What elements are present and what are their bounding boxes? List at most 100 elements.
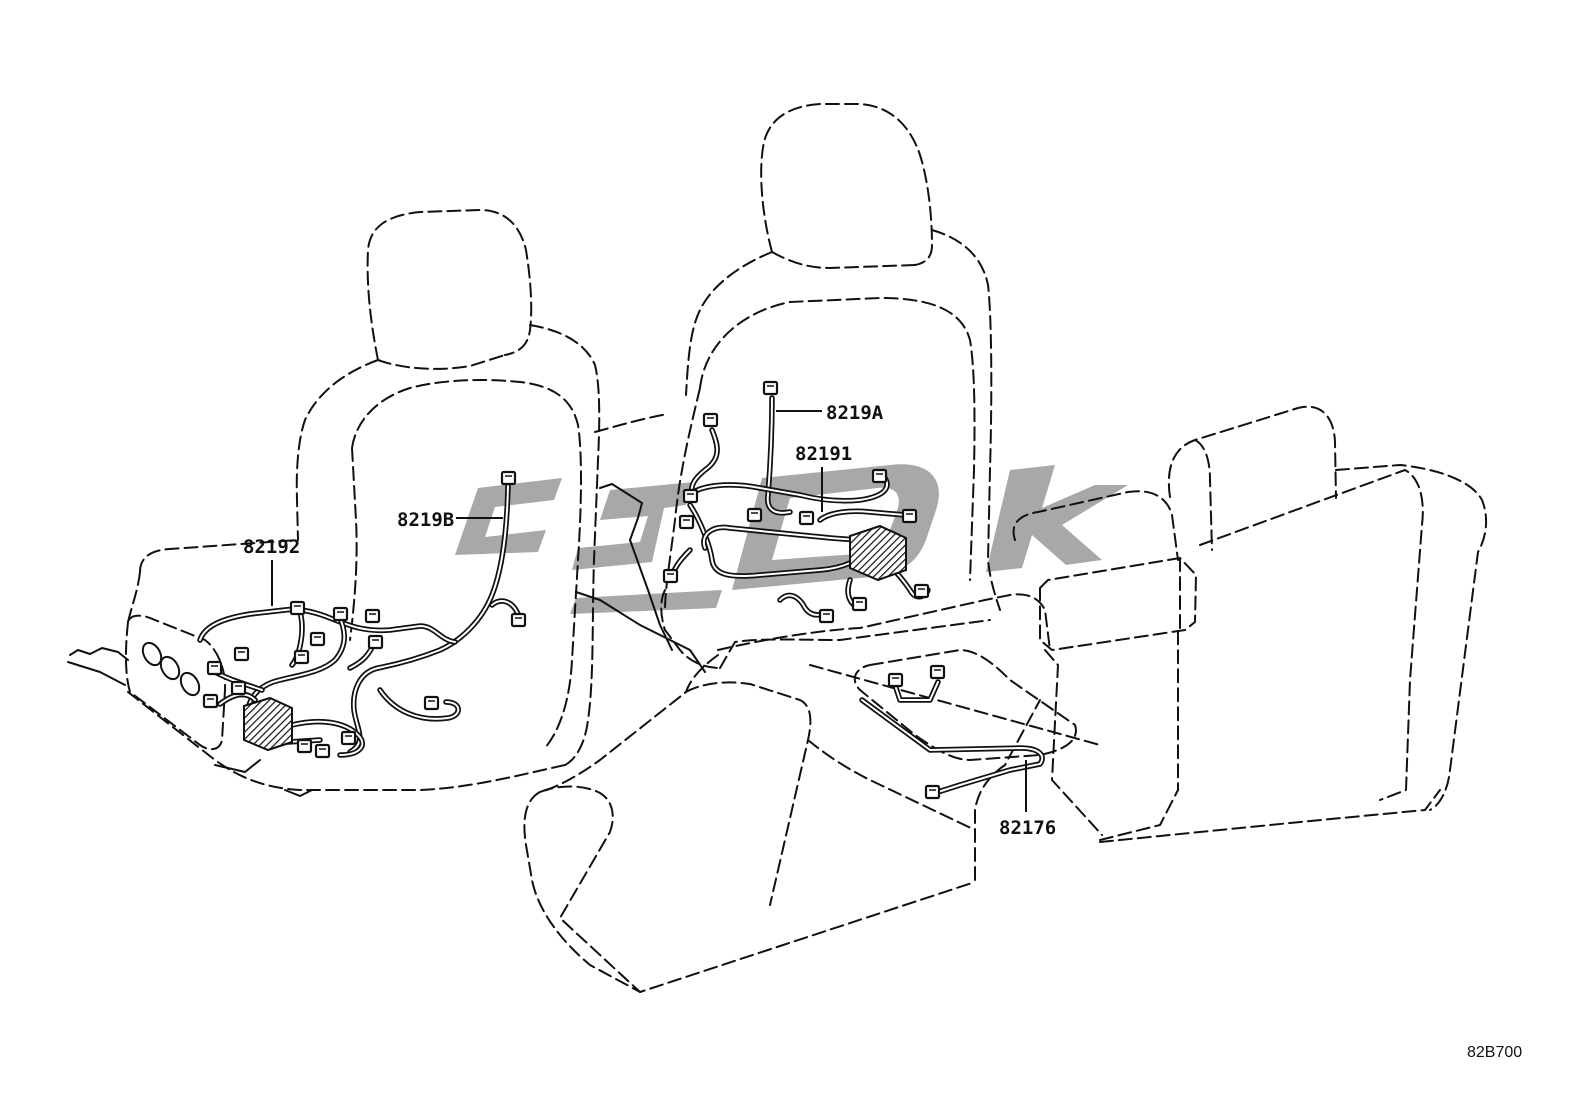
cushion-edge bbox=[719, 619, 991, 669]
part-number-label[interactable]: 82192 bbox=[243, 536, 300, 558]
rear-seatback-frame bbox=[1039, 557, 1197, 651]
connector-icon bbox=[364, 608, 381, 624]
seatback-outline-left bbox=[295, 359, 379, 541]
right-seat-wire-harness bbox=[662, 380, 930, 624]
armrest-wire-harness bbox=[862, 664, 1042, 800]
callout-labels: 82192 8219B 8219A 82191 82176 82B700 bbox=[243, 402, 1522, 1061]
near-seat-outline bbox=[523, 654, 976, 993]
harness-wire bbox=[820, 511, 905, 520]
rear-seatback-mid bbox=[1099, 629, 1179, 841]
connector-icon bbox=[924, 784, 941, 800]
watermark-glyph bbox=[732, 464, 939, 590]
seat-switch-icon bbox=[179, 671, 201, 697]
rear-seat-outline bbox=[523, 405, 1488, 993]
watermark-glyph bbox=[986, 465, 1128, 572]
seat-rail bbox=[69, 647, 129, 661]
watermark-glyph bbox=[455, 478, 562, 555]
near-seatback bbox=[685, 681, 812, 906]
rear-headrest-left bbox=[1012, 490, 1179, 561]
connector-icon bbox=[510, 612, 527, 628]
connector-icon bbox=[340, 730, 357, 746]
cushion-front bbox=[660, 589, 721, 669]
rear-headrest-right bbox=[1167, 405, 1337, 499]
connector-icon bbox=[206, 660, 223, 676]
rear-seat-bottom bbox=[1099, 789, 1441, 843]
right-front-seat-outline bbox=[660, 103, 1001, 669]
connector-icon bbox=[678, 514, 695, 530]
watermark-glyph bbox=[572, 482, 694, 570]
connector-icon bbox=[887, 672, 904, 688]
figure-code: 82B700 bbox=[1467, 1044, 1522, 1061]
cushion-top bbox=[139, 539, 299, 573]
connector-icon bbox=[913, 583, 930, 599]
connector-icon bbox=[293, 649, 310, 665]
connector-icon bbox=[296, 738, 313, 754]
seat-motor-block bbox=[243, 696, 293, 752]
seat-rail-foot bbox=[284, 789, 313, 797]
connector-icon bbox=[762, 380, 779, 396]
seatback-outline-left bbox=[685, 251, 773, 396]
seatback-front-panel bbox=[351, 379, 582, 749]
rear-cushion-top bbox=[717, 593, 1051, 651]
left-seat-wire-harness bbox=[200, 470, 527, 759]
seat-switch-icon bbox=[159, 655, 181, 681]
brand-logo-watermark-icon bbox=[455, 464, 1128, 614]
part-number-label[interactable]: 82191 bbox=[795, 443, 852, 465]
seat-motor-block bbox=[849, 524, 907, 582]
connector-icon bbox=[423, 695, 440, 711]
connector-icon bbox=[367, 634, 384, 650]
seat-rail bbox=[67, 661, 126, 686]
callout-leaders bbox=[271, 410, 1027, 812]
connector-icon bbox=[818, 608, 835, 624]
connector-icon bbox=[871, 468, 888, 484]
part-number-label[interactable]: 8219B bbox=[397, 509, 454, 531]
near-seat-side bbox=[807, 739, 976, 831]
part-number-label[interactable]: 82176 bbox=[999, 817, 1056, 839]
connector-icon bbox=[851, 596, 868, 612]
connector-icon bbox=[798, 510, 815, 526]
seatback-outline-right bbox=[931, 229, 1001, 611]
seatback-outline-right bbox=[529, 324, 601, 766]
connector-icon bbox=[314, 743, 331, 759]
rear-headrest-right-inner bbox=[1194, 439, 1213, 551]
cushion-front bbox=[127, 571, 141, 623]
rear-seatback-left bbox=[1044, 649, 1103, 836]
rear-seatback-top bbox=[1335, 464, 1488, 811]
connector-icon bbox=[500, 470, 517, 486]
seatback-panel-inner bbox=[664, 387, 701, 611]
left-front-seat-outline bbox=[67, 209, 669, 797]
headrest-base bbox=[771, 251, 916, 269]
armrest-pad bbox=[853, 649, 1077, 761]
connector-icon bbox=[332, 606, 349, 622]
connector-icon bbox=[233, 646, 250, 662]
connector-icon bbox=[289, 600, 306, 616]
part-number-label[interactable]: 8219A bbox=[826, 402, 884, 424]
connector-icon bbox=[662, 568, 679, 584]
connector-icon bbox=[309, 631, 326, 647]
rear-seatback-front bbox=[1199, 469, 1424, 801]
connector-icon bbox=[746, 507, 763, 523]
connector-icon bbox=[929, 664, 946, 680]
headrest-outline bbox=[760, 103, 933, 266]
connector-icon bbox=[682, 488, 699, 504]
near-seat-cushion bbox=[539, 785, 641, 993]
seatback-front-panel bbox=[699, 297, 976, 581]
rear-cushion-edge bbox=[974, 699, 1041, 881]
seat-side-link bbox=[594, 413, 669, 433]
headrest-base bbox=[377, 354, 506, 370]
seatback-panel-inner bbox=[349, 447, 358, 641]
harness-wire bbox=[704, 527, 870, 548]
cushion-bottom bbox=[127, 691, 566, 791]
rear-cushion-edge bbox=[809, 664, 1101, 746]
connector-icon bbox=[901, 508, 918, 524]
connector-icon bbox=[702, 412, 719, 428]
watermark-bar bbox=[570, 590, 722, 614]
seat-rail-foot bbox=[214, 759, 261, 773]
connector-icon bbox=[230, 680, 247, 696]
connector-icon bbox=[202, 693, 219, 709]
seat-rail bbox=[575, 591, 706, 673]
center-floor-outline bbox=[575, 483, 706, 673]
seat-rail bbox=[599, 483, 673, 651]
